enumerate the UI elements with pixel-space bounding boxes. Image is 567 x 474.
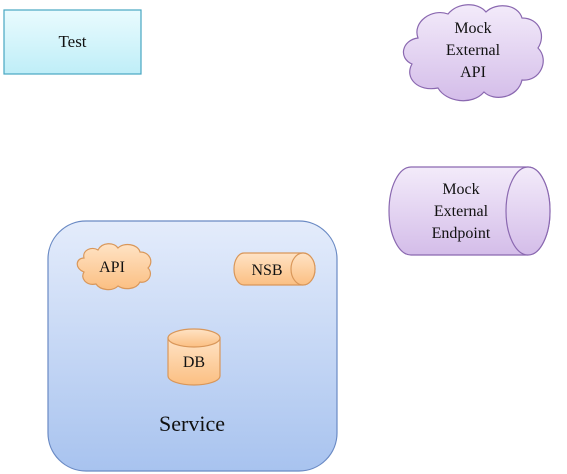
mock-external-api-line2: External: [446, 42, 501, 59]
nsb-label: NSB: [251, 262, 282, 279]
api-cloud-shape: [76, 243, 152, 291]
test-box-label: Test: [58, 32, 86, 51]
test-box-shape: [3, 9, 142, 75]
db-cylinder-body: [167, 337, 221, 386]
mock-external-api-line1: Mock: [454, 20, 491, 37]
nsb-cylinder-cap: [290, 252, 316, 286]
mock-external-endpoint-cap: [505, 166, 551, 256]
service-label: Service: [159, 411, 225, 436]
mock-external-api-cloud[interactable]: Mock External API: [402, 4, 544, 102]
mock-external-api-line3: API: [460, 64, 486, 81]
db-label: DB: [183, 354, 205, 371]
db-cylinder-top: [167, 328, 221, 348]
db-cylinder[interactable]: DB: [167, 328, 221, 386]
mock-external-endpoint-line1: Mock: [442, 181, 479, 198]
mock-external-endpoint-cylinder[interactable]: Mock External Endpoint: [388, 166, 551, 256]
mock-external-endpoint-line2: External: [434, 203, 489, 220]
mock-external-endpoint-line3: Endpoint: [432, 225, 491, 242]
nsb-cylinder[interactable]: NSB: [233, 252, 316, 286]
mock-external-api-cloud-shape: [402, 4, 544, 102]
test-box[interactable]: Test: [3, 9, 142, 75]
api-label: API: [99, 259, 125, 276]
api-cloud[interactable]: API: [76, 243, 152, 291]
